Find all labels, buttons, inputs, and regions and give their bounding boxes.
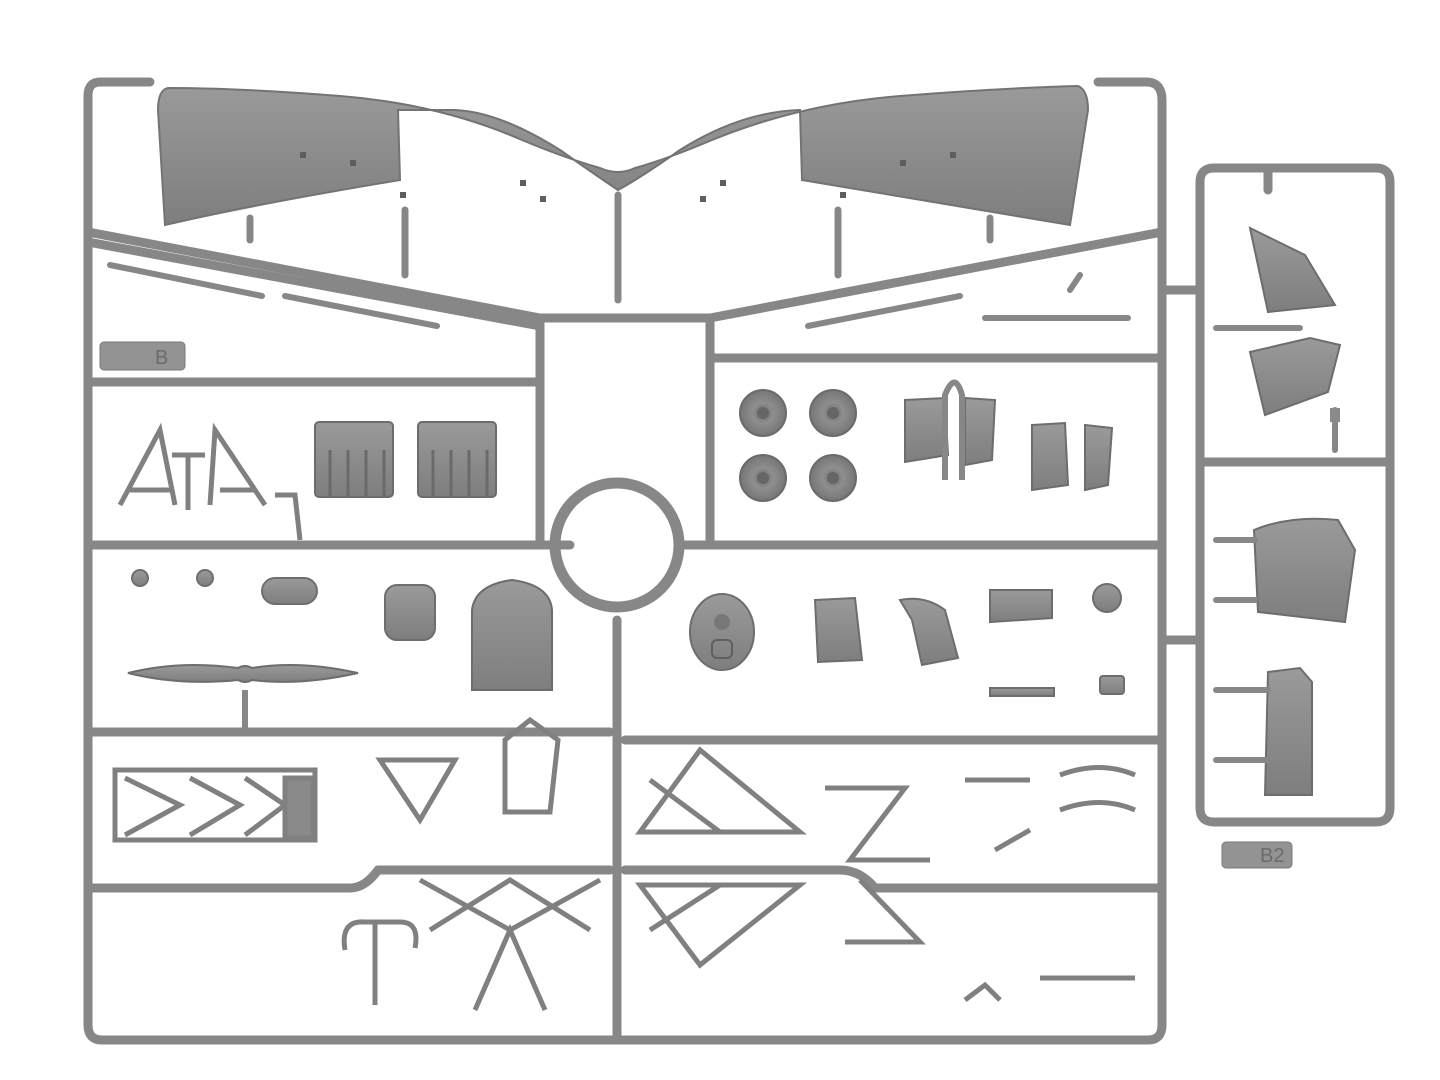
engine-cylinders-2 [417,421,497,498]
main-sprue-frame [83,77,1205,1045]
sprue-ring [549,477,685,613]
side-sprue-frame [1195,163,1395,827]
tail-surfaces [1248,226,1357,796]
svg-text:B: B [155,347,168,369]
svg-text:B2: B2 [1260,845,1284,867]
wing-gates [246,191,994,304]
fuselage-frames-right [635,746,1136,1002]
side-sprue-gates [1213,325,1338,763]
struts-rods [107,262,1131,329]
wheel-axle-hoop [942,379,965,480]
propeller [127,663,359,683]
control-horns [989,675,1125,697]
landing-gear-struts [117,422,303,541]
sprue-tag-b2: B2 [1221,841,1293,869]
cowling-panels [904,396,1114,492]
seat-back-panel [471,578,553,691]
wheels [739,389,857,502]
sprue-tag-b: B [99,341,186,371]
wing-mount-holes [300,152,956,202]
fuel-tank [689,593,755,671]
fuselage-frames-left [112,716,602,1012]
upper-wing [156,84,1090,227]
seat-parts [813,583,1122,667]
engine-cylinders-1 [314,421,394,498]
small-fittings-row [131,569,436,641]
small-tab [1330,408,1340,422]
